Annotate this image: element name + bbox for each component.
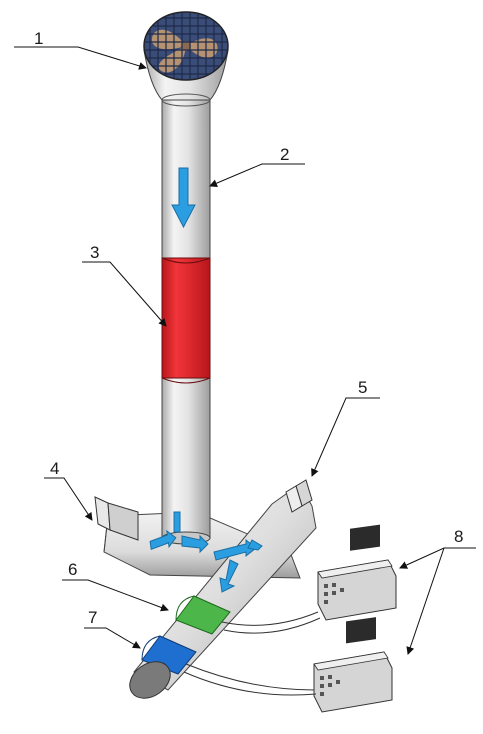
label-8: 8 (454, 527, 463, 546)
label-5: 5 (358, 378, 367, 397)
pipe-end-cap (129, 661, 171, 699)
label-1: 1 (34, 29, 43, 48)
oscilloscope-icon (313, 617, 393, 713)
end-cap-left (94, 496, 139, 541)
label-4: 4 (50, 459, 59, 478)
signal-cables (183, 611, 321, 696)
junction-flow-arrows (149, 511, 263, 593)
label-6: 6 (68, 560, 77, 579)
fan-icon (143, 11, 229, 81)
heater-band (161, 257, 211, 384)
oscilloscope-icon (317, 524, 397, 621)
flow-arrow-icon (171, 167, 196, 229)
end-cap-right (285, 479, 313, 513)
label-3: 3 (90, 243, 99, 262)
leader-lines (14, 46, 476, 655)
label-2: 2 (280, 145, 289, 164)
sensor-green (175, 595, 231, 635)
label-7: 7 (88, 608, 97, 627)
